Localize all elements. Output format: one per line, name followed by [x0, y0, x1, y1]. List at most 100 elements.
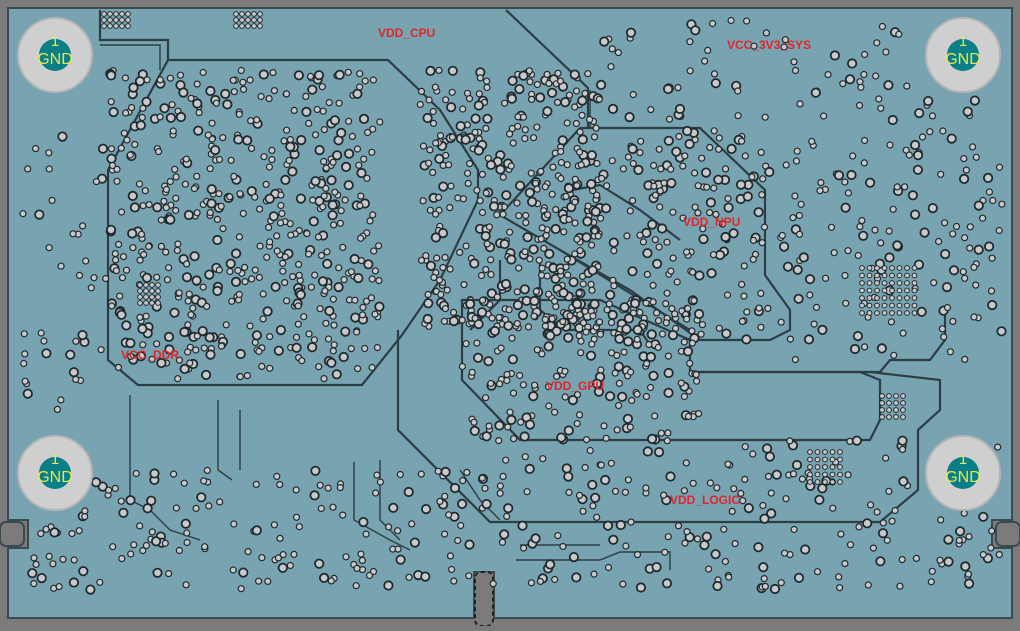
via — [292, 513, 301, 521]
via — [829, 50, 841, 61]
via — [252, 480, 260, 488]
via — [473, 145, 484, 156]
via — [438, 181, 449, 192]
via — [280, 137, 288, 145]
via — [595, 79, 607, 91]
via — [889, 295, 895, 301]
via — [680, 338, 688, 346]
via — [81, 507, 89, 515]
via — [394, 545, 402, 553]
via — [354, 365, 362, 373]
via — [219, 225, 227, 233]
via — [881, 302, 888, 309]
via — [193, 80, 201, 88]
via — [347, 345, 355, 353]
via — [743, 308, 751, 316]
via — [632, 324, 643, 335]
via — [663, 367, 674, 379]
via — [734, 87, 742, 95]
via — [725, 573, 733, 581]
via — [586, 150, 598, 161]
via — [576, 128, 584, 136]
via — [482, 189, 490, 197]
via — [607, 459, 616, 467]
via — [287, 231, 295, 239]
via — [269, 68, 277, 77]
via — [135, 180, 144, 188]
via — [879, 519, 887, 527]
mounting-hole-top-right[interactable]: 1 GND — [925, 17, 1001, 93]
via — [572, 119, 581, 128]
via — [162, 185, 170, 194]
via — [369, 211, 377, 219]
via — [786, 437, 794, 445]
via — [458, 316, 466, 324]
via — [481, 498, 492, 510]
via — [698, 154, 706, 162]
via — [554, 69, 562, 77]
via — [45, 165, 53, 173]
via — [450, 577, 458, 585]
via — [579, 280, 587, 288]
via — [270, 521, 278, 529]
via — [761, 443, 773, 454]
via — [113, 11, 119, 17]
via — [357, 192, 365, 200]
via — [628, 396, 636, 405]
via — [671, 310, 679, 318]
via — [665, 471, 676, 482]
via — [518, 70, 529, 81]
via — [579, 319, 588, 327]
via — [718, 220, 727, 228]
via — [364, 128, 372, 137]
via — [128, 103, 136, 112]
via — [436, 497, 444, 505]
via — [473, 339, 481, 347]
via — [595, 318, 604, 326]
via — [531, 179, 540, 187]
via — [666, 178, 677, 189]
via — [295, 271, 303, 279]
via — [688, 327, 696, 335]
via — [131, 140, 139, 149]
via — [701, 531, 712, 542]
via — [624, 153, 633, 161]
via — [835, 573, 843, 581]
via — [889, 287, 895, 294]
via — [263, 253, 271, 261]
via — [575, 332, 583, 340]
via — [525, 67, 534, 75]
via — [31, 145, 40, 153]
via — [473, 100, 484, 111]
via — [268, 211, 279, 222]
via — [822, 464, 828, 470]
via — [192, 504, 200, 512]
via — [472, 352, 484, 363]
via — [587, 479, 598, 490]
via — [487, 270, 495, 279]
via — [164, 344, 175, 355]
via — [684, 412, 693, 420]
via — [887, 318, 896, 326]
mounting-hole-top-left[interactable]: 1 GND — [17, 17, 93, 93]
via — [577, 161, 585, 169]
via — [265, 94, 273, 103]
via — [365, 571, 374, 580]
via — [19, 210, 27, 218]
via — [674, 83, 682, 92]
via — [872, 72, 880, 80]
via — [627, 518, 635, 526]
via — [335, 264, 343, 272]
via — [36, 572, 47, 584]
via — [473, 186, 481, 194]
via — [562, 263, 570, 271]
via — [829, 464, 836, 470]
via — [140, 251, 148, 259]
mounting-hole-bottom-left[interactable]: 1 GND — [17, 435, 93, 511]
via — [530, 533, 541, 544]
via — [294, 320, 302, 328]
via — [881, 265, 888, 271]
via — [92, 178, 101, 186]
mounting-hole-bottom-right[interactable]: 1 GND — [925, 435, 1001, 511]
via — [136, 522, 144, 530]
